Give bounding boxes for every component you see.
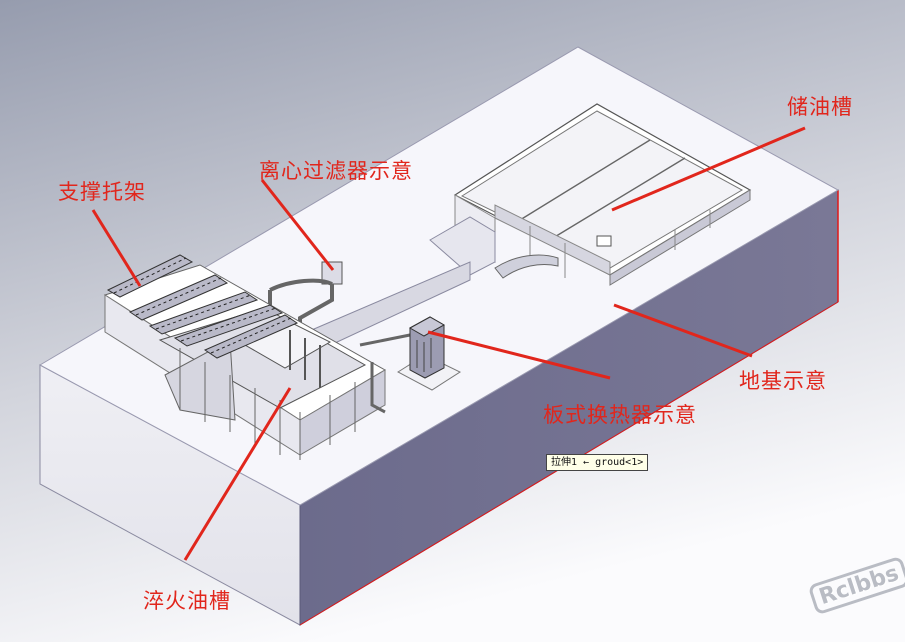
label-centrifugal-filter: 离心过滤器示意 xyxy=(259,159,413,183)
label-support-bracket: 支撑托架 xyxy=(58,180,146,204)
oil-storage-tank-model xyxy=(453,103,752,286)
label-plate-heat-exchanger: 板式换热器示意 xyxy=(543,403,697,427)
leader-plate-heat-exchanger xyxy=(427,330,611,380)
label-oil-storage-tank: 储油槽 xyxy=(787,95,853,119)
leader-support-bracket xyxy=(91,209,142,287)
plate-heat-exchanger-model xyxy=(397,316,462,391)
label-foundation: 地基示意 xyxy=(739,369,827,393)
support-bracket-model xyxy=(106,254,299,359)
label-quench-oil-tank: 淬火油槽 xyxy=(143,589,231,613)
leader-foundation xyxy=(613,303,753,358)
leader-oil-storage-tank xyxy=(611,126,806,212)
raised-platform-model xyxy=(299,216,559,351)
leader-quench-oil-tank xyxy=(183,387,292,561)
leader-centrifugal-filter xyxy=(260,179,335,271)
annotation-leaders xyxy=(91,126,806,561)
feature-tooltip: 拉伸1 ← groud<1> xyxy=(546,454,649,471)
